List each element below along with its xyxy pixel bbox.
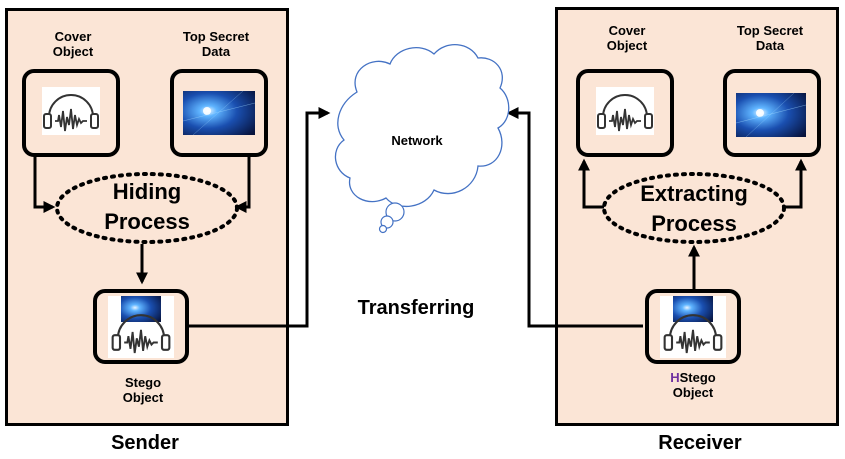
receiver-title: Receiver bbox=[658, 432, 742, 454]
sender-secret-image-icon bbox=[183, 91, 255, 135]
sender-to-network-line bbox=[189, 107, 331, 328]
sender-stego-icon bbox=[108, 296, 174, 358]
secret-to-hiding-arrow bbox=[234, 157, 251, 213]
network-label: Network bbox=[391, 133, 443, 148]
network-cloud bbox=[334, 44, 510, 208]
receiver-cover-headphones-icon bbox=[596, 87, 654, 135]
receiver-secret-image-icon bbox=[736, 93, 806, 137]
network-to-receiver-line bbox=[506, 107, 643, 328]
sender-cover-headphones-icon bbox=[42, 87, 100, 135]
sender-cover-box bbox=[22, 69, 120, 157]
receiver-stego-icon bbox=[660, 296, 726, 358]
extracting-to-secret-arrow bbox=[784, 158, 807, 209]
extracting-to-cover-arrow bbox=[578, 158, 604, 209]
transfer-label: Transferring bbox=[357, 297, 475, 319]
cover-to-hiding-arrow bbox=[33, 157, 56, 213]
sender-title: Sender bbox=[111, 432, 179, 454]
